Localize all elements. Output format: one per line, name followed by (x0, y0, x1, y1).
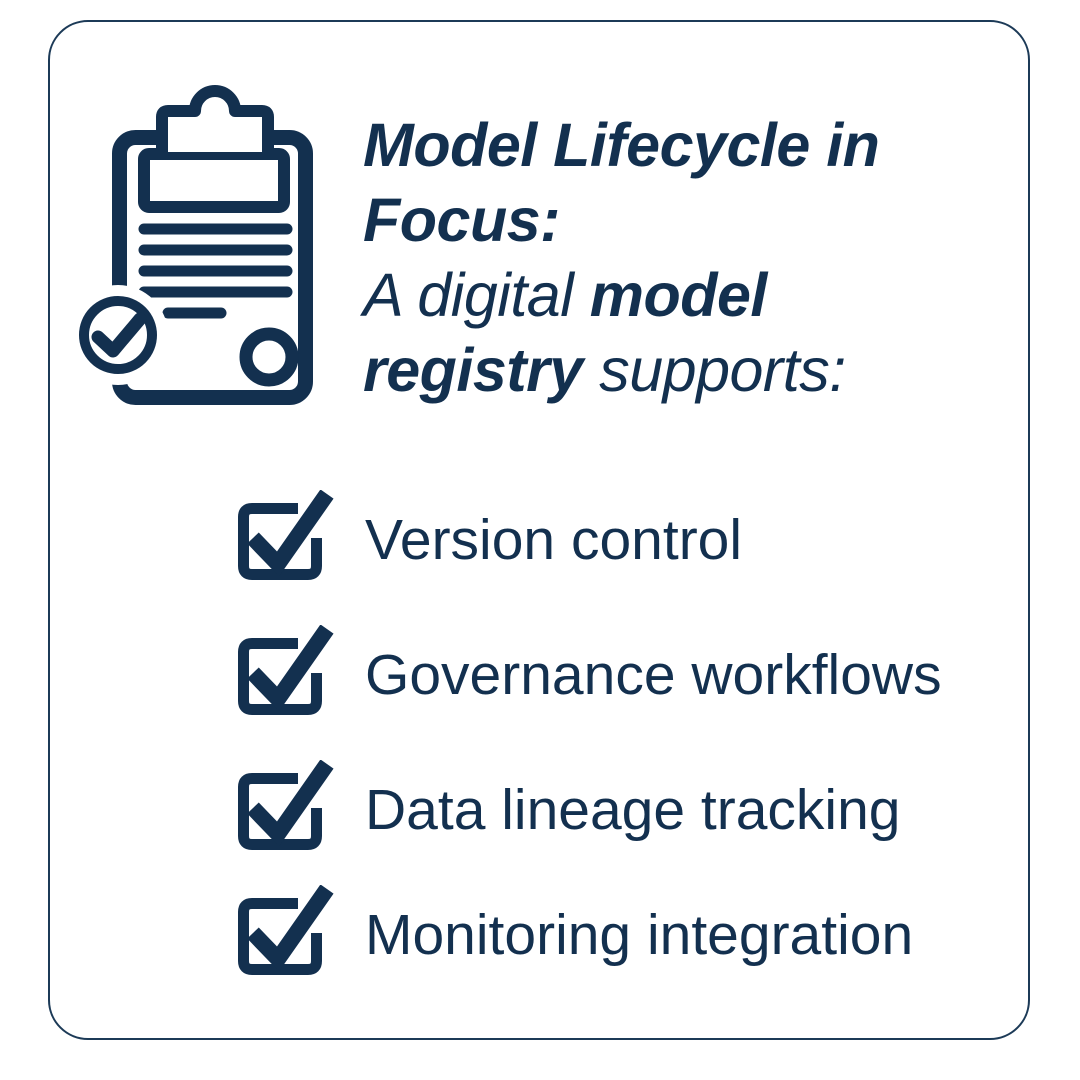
check-badge-checkmark-icon (91, 312, 147, 358)
card-border (48, 20, 1030, 1040)
checkbox-checked-icon (236, 625, 336, 725)
checklist-item: Version control (236, 490, 742, 590)
checklist-item: Monitoring integration (236, 885, 913, 985)
checklist-item: Governance workflows (236, 625, 942, 725)
title-line-2: Focus: (363, 186, 560, 254)
subtitle-line-2: registry supports: (363, 333, 879, 408)
subtitle-bold-text: registry (363, 336, 583, 404)
title-block: Model Lifecycle in Focus: A digital mode… (363, 108, 880, 408)
clipboard-seal-circle (239, 327, 299, 387)
checkbox-checked-icon (236, 490, 336, 590)
title-line-1: Model Lifecycle in (363, 111, 880, 179)
clipboard-text-lines (138, 223, 293, 319)
clipboard-clip (156, 85, 274, 152)
clipboard-check-icon (68, 85, 313, 405)
subtitle-bold-text: model (589, 261, 768, 329)
clipboard-header-box (138, 148, 290, 213)
checkbox-checked-icon (236, 760, 336, 860)
checklist-item-label: Version control (365, 508, 743, 572)
checklist-item: Data lineage tracking (236, 760, 901, 860)
subtitle-normal-text: supports: (582, 336, 846, 404)
checkbox-checked-icon (236, 885, 336, 985)
checklist-item-label: Governance workflows (365, 643, 942, 707)
checklist-item-label: Monitoring integration (365, 903, 914, 967)
subtitle-normal-text: A digital (363, 261, 590, 329)
checklist-item-label: Data lineage tracking (365, 778, 901, 842)
subtitle-line-1: A digital model (363, 258, 879, 333)
